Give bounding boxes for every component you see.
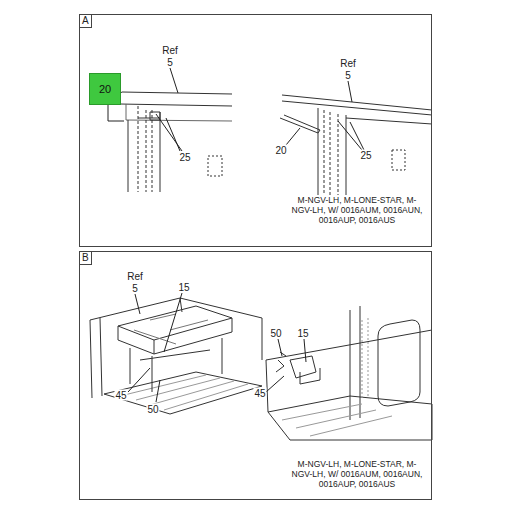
callout-number: 15 bbox=[296, 328, 309, 339]
callout-number: 5 bbox=[131, 283, 139, 294]
support bbox=[130, 338, 222, 392]
post-frame bbox=[318, 108, 432, 196]
floor bbox=[104, 372, 262, 414]
leader bbox=[286, 81, 364, 150]
callout-number: 25 bbox=[178, 152, 191, 163]
callout-number: 15 bbox=[177, 282, 190, 293]
window bbox=[208, 156, 222, 176]
floor bbox=[268, 396, 432, 440]
mount-bracket bbox=[290, 356, 320, 384]
roof-panel bbox=[280, 95, 432, 133]
view-letter: A bbox=[79, 14, 92, 28]
callout-box: 20 bbox=[89, 73, 121, 105]
leader bbox=[266, 339, 306, 392]
applicability-note: M-NGV-LH, M-LONE-STAR, M-NGV-LH, W/ 0016… bbox=[291, 195, 423, 225]
post bbox=[324, 110, 338, 196]
callout-number: 50 bbox=[269, 328, 282, 339]
leader bbox=[128, 293, 182, 402]
cab-wall bbox=[266, 306, 432, 420]
floor-ribs bbox=[282, 404, 392, 436]
callout-number: Ref bbox=[339, 58, 357, 69]
callout-number: 5 bbox=[166, 57, 174, 68]
callout-number: 5 bbox=[344, 70, 352, 81]
callout-number: 45 bbox=[253, 388, 266, 399]
roof-panel bbox=[120, 92, 232, 106]
applicability-note: M-NGV-LH, M-LONE-STAR, M-NGV-LH, W/ 0016… bbox=[291, 459, 423, 489]
view-letter: B bbox=[79, 251, 92, 265]
window bbox=[392, 150, 405, 170]
wall-ribs bbox=[362, 318, 368, 400]
callout-number: Ref bbox=[161, 45, 179, 56]
post-frame bbox=[128, 112, 160, 192]
seat-base bbox=[118, 306, 232, 354]
callout-number: Ref bbox=[126, 271, 144, 282]
bracket bbox=[150, 112, 160, 120]
callout-number: 50 bbox=[146, 404, 159, 415]
door-opening bbox=[378, 320, 420, 406]
callout-number: 45 bbox=[114, 390, 127, 401]
callout-number: 25 bbox=[359, 150, 372, 161]
mount-bracket bbox=[276, 352, 286, 372]
callout-number: 20 bbox=[274, 145, 287, 156]
callout-number: 20 bbox=[99, 83, 111, 95]
